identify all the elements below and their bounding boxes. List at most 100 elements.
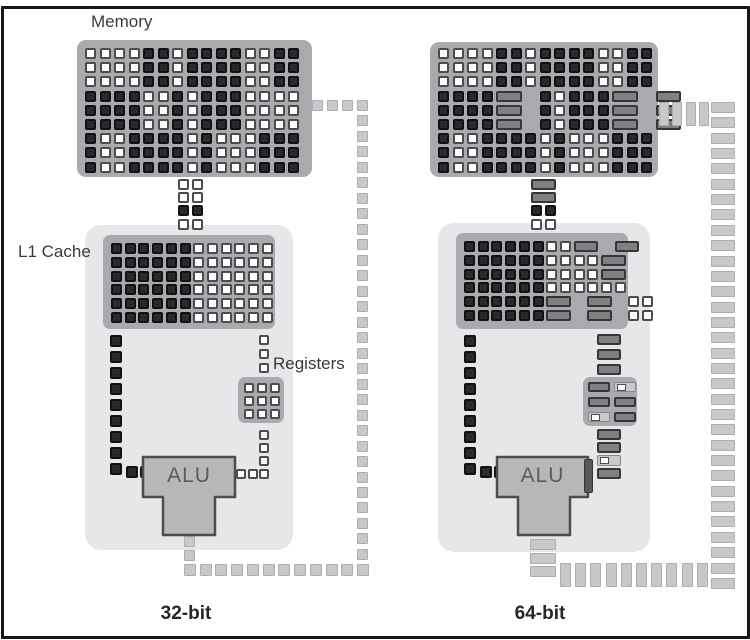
- bus-cell: [666, 563, 678, 587]
- l1-cache-cell: [206, 298, 218, 310]
- memory-cell: [438, 48, 449, 59]
- memory-cell: [525, 161, 536, 173]
- l1-cache-cell: [193, 298, 205, 310]
- memory-cell: [481, 90, 493, 102]
- l1-cache-cell: [234, 284, 246, 296]
- memory-cell: [230, 133, 241, 145]
- register-path-cell: [597, 364, 621, 375]
- memory-cell: [85, 104, 96, 116]
- memory-bus-cell: [191, 205, 203, 217]
- memory-cell: [510, 133, 522, 145]
- data-path-cell: [110, 351, 122, 363]
- memory-cell: [496, 161, 507, 173]
- memory-cell: [539, 48, 551, 59]
- memory-cell: [114, 147, 125, 159]
- memory-cell: [568, 147, 580, 159]
- l1-cache-cell: [587, 310, 612, 321]
- memory-cell: [525, 76, 536, 88]
- memory-bus-cell: [178, 179, 189, 190]
- data-path-cell: [110, 383, 122, 395]
- l1-cache-cell: [234, 312, 246, 323]
- alu-label-32bit: ALU: [167, 464, 211, 487]
- memory-cell: [452, 119, 464, 130]
- memory-cell: [583, 119, 594, 130]
- memory-cell: [85, 62, 96, 74]
- memory-bus-cell: [531, 218, 542, 230]
- l1-cache-cell: [464, 241, 475, 252]
- memory-cell: [467, 62, 478, 74]
- bus-cell: [711, 577, 735, 589]
- bus-cell: [711, 148, 735, 160]
- l1-cache-cell: [546, 296, 571, 308]
- memory-cell: [525, 133, 536, 145]
- memory-cell: [467, 104, 478, 116]
- bus-cell: [681, 563, 693, 587]
- l1-cache-cell: [518, 310, 530, 321]
- l1-cache-cell: [111, 298, 122, 310]
- memory-cell: [114, 161, 125, 173]
- memory-cell: [612, 133, 623, 145]
- data-path-cell: [464, 383, 476, 395]
- bus-cell: [357, 487, 368, 498]
- memory-cell: [273, 76, 285, 88]
- bus-cell: [672, 102, 683, 126]
- bus-cell: [711, 270, 735, 282]
- memory-cell: [438, 161, 449, 173]
- memory-bus-cell: [544, 205, 556, 217]
- memory-cell: [554, 76, 565, 88]
- l1-cache-cell: [614, 241, 640, 252]
- memory-cell: [230, 161, 241, 173]
- register-cell: [270, 409, 280, 419]
- memory-cell: [128, 90, 140, 102]
- data-path-cell: [464, 415, 476, 427]
- memory-cell: [525, 62, 536, 74]
- bus-cell: [711, 393, 735, 405]
- l1-cache-cell: [138, 298, 150, 310]
- l1-cache-cell: [138, 243, 150, 254]
- l1-cache-cell: [505, 282, 517, 294]
- l1-cache-cell: [573, 241, 599, 252]
- memory-cell: [114, 90, 125, 102]
- memory-cell: [143, 62, 154, 74]
- bus-cell: [357, 564, 370, 576]
- l1-cache-cell: [261, 270, 273, 282]
- bus-cell: [357, 285, 368, 297]
- l1-cache-cell: [559, 254, 571, 266]
- memory-cell: [583, 133, 594, 145]
- l1-cache-cell: [477, 282, 489, 294]
- memory-cell: [143, 119, 154, 130]
- l1-cache-cell: [464, 310, 475, 321]
- memory-cell: [85, 76, 96, 88]
- memory-cell: [201, 147, 212, 159]
- memory-cell: [186, 133, 198, 145]
- memory-cell: [612, 161, 623, 173]
- memory-cell: [583, 90, 594, 102]
- memory-cell: [612, 90, 638, 102]
- l1-cache-cell: [124, 284, 136, 296]
- register-cell: [614, 382, 636, 392]
- memory-cell: [641, 147, 652, 159]
- l1-cache-cell: [261, 243, 273, 254]
- memory-cell: [481, 76, 493, 88]
- bus-cell: [711, 485, 735, 497]
- memory-cell: [452, 133, 464, 145]
- l1-cache-cell: [138, 312, 150, 323]
- memory-cell: [114, 48, 125, 59]
- bus-cell: [357, 533, 368, 545]
- bus-cell: [184, 564, 196, 576]
- data-path-cell: [110, 463, 122, 475]
- l1-cache-cell: [179, 298, 191, 310]
- bus-cell: [357, 270, 368, 282]
- l1-cache-cell: [559, 282, 571, 294]
- memory-cell: [452, 161, 464, 173]
- memory-cell: [114, 76, 125, 88]
- l1-cache-cell: [261, 256, 273, 268]
- register-path-cell: [597, 442, 621, 453]
- memory-cell: [583, 147, 594, 159]
- bus-cell: [357, 223, 368, 235]
- bus-cell: [530, 552, 556, 564]
- bus-cell: [357, 332, 368, 344]
- memory-cell: [99, 104, 111, 116]
- memory-cell: [230, 76, 241, 88]
- l1-cache-cell: [165, 270, 177, 282]
